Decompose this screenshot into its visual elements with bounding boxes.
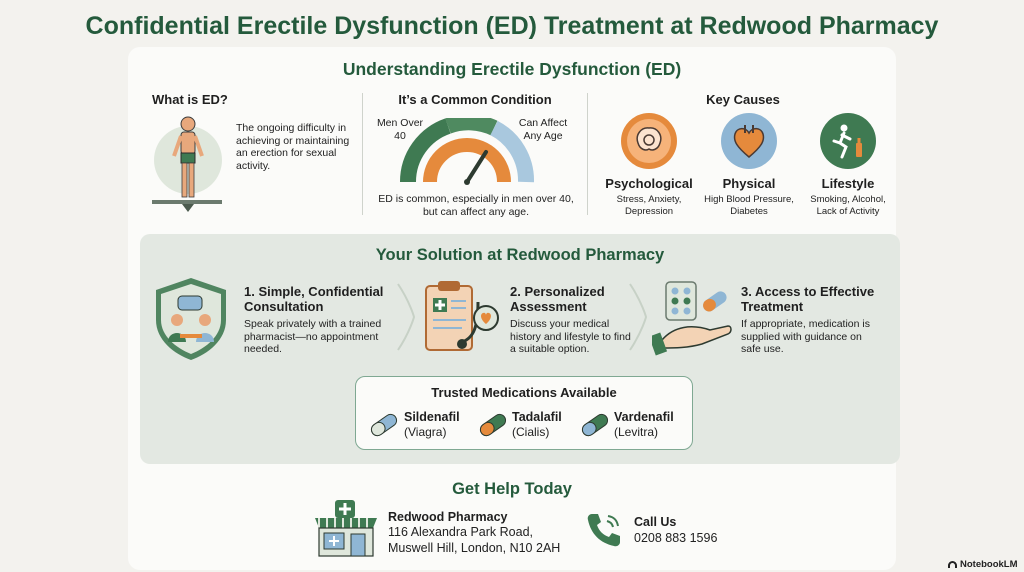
address-line-1: 116 Alexandra Park Road, [388,525,534,539]
divider [587,93,588,215]
watermark-text: NotebookLM [960,558,1018,570]
medications-box [355,376,693,450]
common-condition-heading: It’s a Common Condition [398,92,552,107]
step-title: 3. Access to Effective Treatment [741,284,875,314]
phone-icon [584,510,624,550]
hand-pills-icon [648,278,736,358]
cause-name: Psychological [605,176,693,191]
clipboard-stethoscope-icon [422,278,504,358]
running-icon [820,113,876,169]
cause-text: Smoking, Alcohol, Lack of Activity [810,194,886,217]
med-brand: (Cialis) [512,425,550,439]
consultation-icon [152,276,230,362]
chevron-right-icon [629,283,648,351]
help-heading: Get Help Today [452,480,572,498]
solution-heading: Your Solution at Redwood Pharmacy [375,246,665,264]
step-text: If appropriate, medication is supplied w… [741,318,870,355]
call-us-label: Call Us [634,515,677,529]
understanding-heading: Understanding Erectile Dysfunction (ED) [342,59,682,79]
gauge-right-label: Can Affect Any Age [518,117,568,142]
med-name: Tadalafil [512,410,562,424]
med-name: Vardenafil [614,410,674,424]
page-title: Confidential Erectile Dysfunction (ED) T… [85,12,939,40]
key-causes-heading: Key Causes [706,92,780,107]
pill-icon [370,413,398,437]
gauge-chart [398,114,536,186]
medications-heading: Trusted Medications Available [431,385,617,400]
common-condition-text: ED is common, especially in men over 40,… [378,193,574,218]
brain-icon [621,113,677,169]
step-title: 2. Personalized Assessment [510,284,605,314]
step-title: 1. Simple, Confidential Consultation [244,284,384,314]
med-brand: (Levitra) [614,425,659,439]
person-on-scale-icon [152,112,232,217]
pharmacy-building-icon [313,500,379,558]
pharmacy-name: Redwood Pharmacy [388,510,508,524]
cause-text: High Blood Pressure, Diabetes [704,194,794,217]
what-is-ed-heading: What is ED? [152,92,228,107]
phone-number[interactable]: 0208 883 1596 [634,531,718,545]
address-line-2: Muswell Hill, London, N10 2AH [388,541,561,555]
step-text: Speak privately with a trained pharmacis… [244,318,382,355]
pill-icon [479,413,507,437]
gauge-left-label: Men Over 40 [376,117,424,142]
divider [362,93,363,215]
heart-icon [721,113,777,169]
cause-text: Stress, Anxiety, Depression [616,194,682,217]
cause-name: Physical [722,176,776,191]
med-brand: (Viagra) [404,425,447,439]
notebooklm-logo-icon [948,560,957,568]
step-text: Discuss your medical history and lifesty… [510,318,631,355]
watermark: NotebookLM [948,558,1020,570]
med-name: Sildenafil [404,410,460,424]
what-is-ed-text: The ongoing difficulty in achieving or m… [236,122,350,172]
cause-name: Lifestyle [821,176,875,191]
pill-icon [581,413,609,437]
chevron-right-icon [397,283,416,351]
